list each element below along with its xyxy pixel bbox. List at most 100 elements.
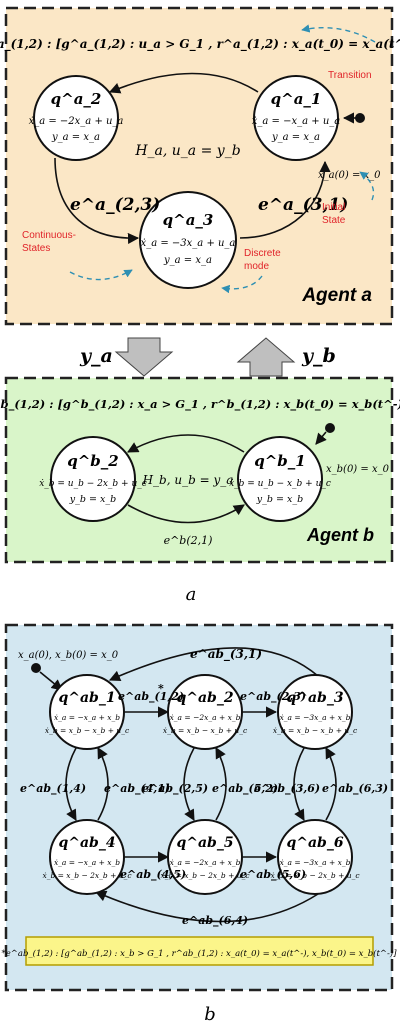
state-ab-q4-line1: ẋ_a = −x_a + x_b bbox=[54, 858, 120, 867]
edge-ab-2-5-label: e^ab_(2,5) bbox=[142, 782, 208, 796]
state-ab-q2: q^ab_2 ẋ_a = −2x_a + x_b ẋ_b = x_b − x_b… bbox=[163, 674, 248, 750]
edge-ab-5-6-label: e^ab_(5,6) bbox=[240, 868, 306, 882]
state-ab-q5-line1: ẋ_a = −2x_a + x_b bbox=[170, 858, 241, 867]
panel-composed-automaton: x_a(0), x_b(0) = x_0 q^ab_1 ẋ_a = −x_a +… bbox=[1, 623, 397, 992]
initial-arrow-b bbox=[315, 431, 327, 445]
signal-y-a: y_a bbox=[79, 345, 113, 367]
state-b-q2-dynamics: ẋ_b = u_b − 2x_b + u_c bbox=[39, 479, 147, 489]
state-a-q3-dynamics: ẋ_a = −3x_a + u_a bbox=[141, 238, 236, 249]
down-arrow-icon bbox=[114, 337, 174, 377]
state-a-q1-output: y_a = x_a bbox=[271, 132, 320, 143]
agent-a-label: Agent a bbox=[301, 285, 372, 306]
state-a-q2-output: y_a = x_a bbox=[51, 132, 100, 143]
signal-y-b: y_b bbox=[301, 345, 336, 367]
automaton-b-label: H_b, u_b = y_a bbox=[142, 473, 234, 487]
edge-b-1-2 bbox=[127, 434, 245, 453]
state-ab-q4-name: q^ab_4 bbox=[58, 835, 115, 851]
annotation-discrete-mode-arrow bbox=[221, 275, 263, 294]
initial-condition-ab: x_a(0), x_b(0) = x_0 bbox=[18, 650, 119, 661]
annotation-continuous-states-line2: States bbox=[22, 243, 50, 254]
edge-ab-2-5 bbox=[183, 747, 195, 821]
state-a-q1-name: q^a_1 bbox=[271, 90, 322, 108]
state-ab-q6-line1: ẋ_a = −3x_a + x_b bbox=[280, 858, 351, 867]
caption-b: b bbox=[204, 1004, 216, 1025]
edge-ab-1-4 bbox=[65, 747, 77, 821]
state-ab-q2-name: q^ab_2 bbox=[176, 690, 233, 706]
annotation-transition: Transition bbox=[328, 70, 372, 81]
edge-ab-1-4-label: e^ab_(1,4) bbox=[20, 782, 86, 796]
state-b-q2-name: q^b_2 bbox=[67, 452, 118, 470]
state-ab-q1-name: q^ab_1 bbox=[58, 690, 115, 706]
caption-a: a bbox=[186, 584, 197, 605]
annotation-initial-state-arrow bbox=[359, 171, 375, 201]
footnote-box bbox=[25, 936, 374, 966]
state-b-q1-name: q^b_1 bbox=[254, 452, 305, 470]
state-ab-q3: q^ab_3 ẋ_a = −3x_a + x_b ẋ_b = x_b − x_b… bbox=[273, 674, 358, 750]
footnote-text: *e^ab_(1,2) : [g^ab_(1,2) : x_b > G_1 , … bbox=[1, 948, 397, 959]
state-ab-q1-line2: ẋ_b = x_b − x_b + u_c bbox=[45, 726, 130, 735]
up-arrow-icon bbox=[236, 337, 296, 377]
edge-a-2-3 bbox=[54, 157, 140, 245]
state-a-q2-dynamics: ẋ_a = −2x_a + u_a bbox=[29, 116, 124, 127]
state-ab-q6-name: q^ab_6 bbox=[286, 835, 343, 851]
annotation-initial-state-line2: State bbox=[322, 215, 346, 226]
edge-ab-4-1-label: e^ab_(4,1) bbox=[104, 782, 170, 796]
state-b-q1-output: y_b = x_b bbox=[256, 494, 303, 505]
state-ab-q5-line2: ẋ_b = x_b − 2x_b + u_c bbox=[160, 871, 250, 880]
panel-agent-b: e^b_(1,2) : [g^b_(1,2) : x_a > G_1 , r^b… bbox=[0, 376, 400, 564]
edge-ab-1-2-star: * bbox=[158, 682, 164, 695]
state-b-q2 bbox=[50, 436, 136, 522]
initial-dot-a bbox=[355, 113, 365, 123]
edge-ab-4-1 bbox=[97, 747, 109, 821]
guard-label-a: e^a_(1,2) : [g^a_(1,2) : u_a > G_1 , r^a… bbox=[0, 37, 400, 52]
initial-dot-ab bbox=[31, 663, 41, 673]
state-ab-q4-circle bbox=[49, 819, 125, 895]
edge-b-2-1-label: e^b(2,1) bbox=[164, 534, 213, 547]
edge-ab-4-5-label: e^ab_(4,5) bbox=[120, 868, 186, 882]
automaton-a-label: H_a, u_a = y_b bbox=[134, 143, 240, 159]
initial-arrow-ab bbox=[39, 671, 63, 691]
state-b-q1-dynamics: ẋ_b = u_b − x_b + u_c bbox=[229, 479, 331, 489]
state-ab-q1-circle bbox=[49, 674, 125, 750]
annotation-discrete-mode-line1: Discrete bbox=[244, 248, 281, 259]
edge-ab-3-1 bbox=[108, 647, 319, 682]
annotation-transition-arrow bbox=[301, 24, 376, 43]
state-ab-q4-line2: ẋ_b = x_b − 2x_b + u_c bbox=[42, 871, 132, 880]
state-ab-q2-circle bbox=[167, 674, 243, 750]
state-ab-q5: q^ab_5 ẋ_a = −2x_a + x_b ẋ_b = x_b − 2x_… bbox=[160, 819, 250, 895]
edge-ab-6-4 bbox=[94, 890, 319, 923]
edge-a-3-1 bbox=[239, 160, 331, 239]
state-a-q2 bbox=[33, 75, 119, 161]
edge-ab-2-3-label: e^ab_(2,3) bbox=[240, 690, 306, 704]
state-ab-q6-line2: ẋ_b = x_b − 2x_b + u_c bbox=[270, 871, 360, 880]
state-ab-q6: q^ab_6 ẋ_a = −3x_a + x_b ẋ_b = x_b − 2x_… bbox=[270, 819, 360, 895]
state-a-q2-name: q^a_2 bbox=[51, 90, 102, 108]
signal-link: y_a y_b bbox=[79, 337, 336, 377]
state-ab-q3-circle bbox=[277, 674, 353, 750]
edge-ab-3-6-label: e^ab_(3,6) bbox=[254, 782, 320, 796]
annotation-initial-state-line1: Initial bbox=[322, 202, 345, 213]
annotation-continuous-states-arrow bbox=[69, 269, 133, 281]
guard-label-b: e^b_(1,2) : [g^b_(1,2) : x_a > G_1 , r^b… bbox=[0, 397, 400, 412]
state-ab-q5-circle bbox=[167, 819, 243, 895]
state-ab-q2-line2: ẋ_b = x_b − x_b + u_c bbox=[163, 726, 248, 735]
state-ab-q3-line1: ẋ_a = −3x_a + x_b bbox=[280, 713, 351, 722]
edge-ab-3-1-label: e^ab_(3,1) bbox=[190, 647, 262, 662]
edge-ab-5-2-label: e^ab_(5,2) bbox=[212, 782, 278, 796]
edge-ab-6-4-label: e^ab_(6,4) bbox=[182, 914, 248, 928]
state-ab-q2-line1: ẋ_a = −2x_a + x_b bbox=[170, 713, 241, 722]
state-ab-q1-line1: ẋ_a = −x_a + x_b bbox=[54, 713, 120, 722]
initial-dot-b bbox=[325, 423, 335, 433]
state-ab-q1: q^ab_1 ẋ_a = −x_a + x_b ẋ_b = x_b − x_b … bbox=[45, 674, 130, 750]
state-ab-q4: q^ab_4 ẋ_a = −x_a + x_b ẋ_b = x_b − 2x_b… bbox=[42, 819, 132, 895]
initial-condition-a: x_a(0) = x_0 bbox=[318, 170, 381, 181]
annotation-continuous-states-line1: Continuous- bbox=[22, 230, 76, 241]
annotation-discrete-mode-line2: mode bbox=[244, 261, 269, 272]
state-a-q3-output: y_a = x_a bbox=[163, 255, 212, 266]
state-ab-q6-circle bbox=[277, 819, 353, 895]
state-a-q1-dynamics: ẋ_a = −x_a + u_a bbox=[252, 116, 340, 127]
state-a-q3 bbox=[139, 191, 237, 289]
agent-b-label: Agent b bbox=[306, 525, 374, 545]
edge-a-3-1-label: e^a_(3,1) bbox=[258, 195, 348, 215]
